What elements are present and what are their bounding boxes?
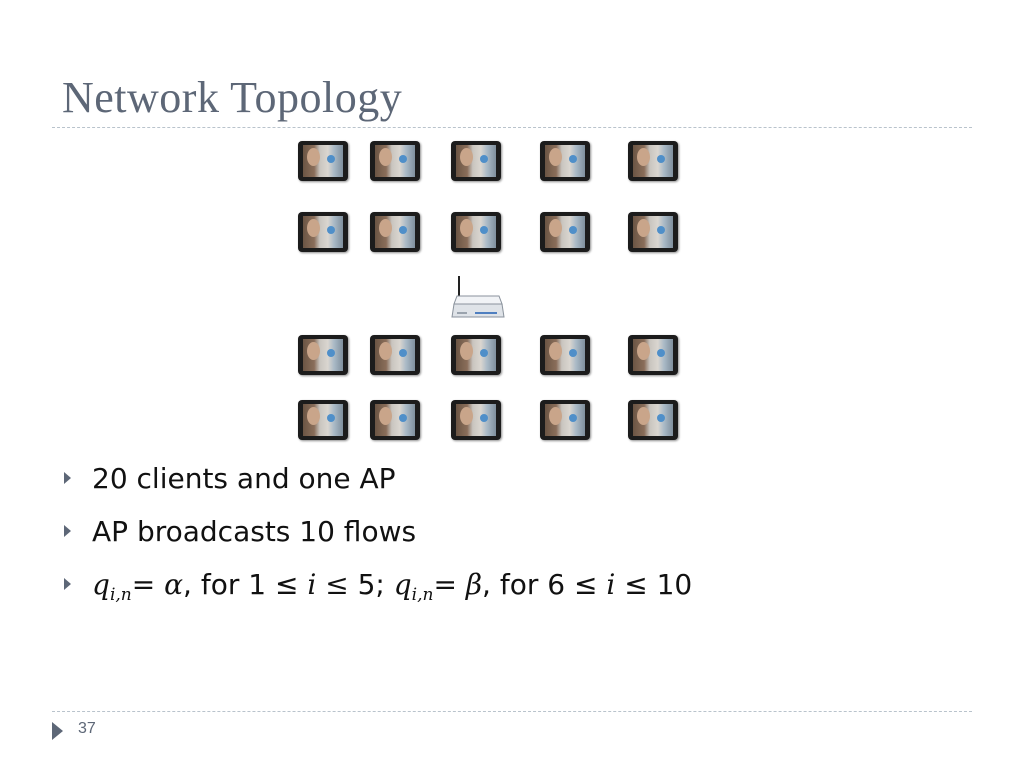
beta-symbol: β — [465, 568, 483, 601]
client-tablet-icon — [628, 400, 678, 440]
bullet-text: AP broadcasts 10 flows — [92, 515, 417, 548]
client-screen — [375, 145, 415, 177]
le-symbol: ≤ — [325, 568, 349, 601]
client-tablet-icon — [628, 141, 678, 181]
wireless-router-icon — [451, 276, 505, 318]
q-subscript: i,n — [109, 585, 132, 605]
bullet-arrow-icon — [64, 472, 71, 484]
client-tablet-icon — [370, 212, 420, 252]
client-tablet-icon — [540, 335, 590, 375]
q-subscript: i,n — [411, 585, 434, 605]
client-screen — [545, 145, 585, 177]
for-range-1: , for 1 ≤ — [183, 568, 299, 601]
client-tablet-icon — [370, 335, 420, 375]
q-symbol: q — [393, 568, 412, 601]
client-screen — [375, 216, 415, 248]
client-tablet-icon — [540, 400, 590, 440]
footer-triangle-icon — [52, 722, 63, 740]
client-screen — [303, 404, 343, 436]
client-screen — [456, 339, 496, 371]
client-tablet-icon — [298, 335, 348, 375]
i-symbol: i — [606, 568, 616, 601]
client-screen — [456, 404, 496, 436]
client-tablet-icon — [370, 141, 420, 181]
client-screen — [375, 339, 415, 371]
client-screen — [633, 339, 673, 371]
client-tablet-icon — [451, 141, 501, 181]
client-screen — [633, 145, 673, 177]
for-range-2: , for 6 ≤ — [482, 568, 598, 601]
five-value: 5; — [357, 568, 385, 601]
page-number: 37 — [78, 720, 96, 737]
alpha-symbol: α — [164, 568, 184, 601]
bullet-arrow-icon — [64, 525, 71, 537]
footer-divider — [52, 711, 972, 712]
bullet-arrow-icon — [64, 578, 71, 590]
client-screen — [303, 339, 343, 371]
client-tablet-icon — [298, 400, 348, 440]
slide-title: Network Topology — [62, 73, 403, 122]
client-tablet-icon — [540, 141, 590, 181]
i-symbol: i — [307, 568, 317, 601]
client-screen — [456, 145, 496, 177]
client-tablet-icon — [451, 335, 501, 375]
bullet-formula-text: qi,n= α, for 1 ≤ i ≤ 5; qi,n= β, for 6 ≤… — [92, 568, 692, 605]
client-screen — [456, 216, 496, 248]
client-tablet-icon — [370, 400, 420, 440]
le-ten: ≤ 10 — [624, 568, 693, 601]
client-screen — [545, 216, 585, 248]
client-screen — [303, 145, 343, 177]
client-tablet-icon — [451, 400, 501, 440]
client-tablet-icon — [451, 212, 501, 252]
client-screen — [545, 339, 585, 371]
bullet-text: 20 clients and one AP — [92, 462, 396, 495]
client-screen — [303, 216, 343, 248]
client-screen — [633, 216, 673, 248]
client-tablet-icon — [298, 212, 348, 252]
equals-sign: = — [433, 568, 457, 601]
q-symbol: q — [92, 568, 110, 601]
client-tablet-icon — [540, 212, 590, 252]
client-screen — [545, 404, 585, 436]
equals-sign: = — [131, 568, 156, 601]
client-tablet-icon — [628, 335, 678, 375]
client-screen — [633, 404, 673, 436]
client-screen — [375, 404, 415, 436]
title-divider — [52, 127, 972, 128]
client-tablet-icon — [298, 141, 348, 181]
client-tablet-icon — [628, 212, 678, 252]
